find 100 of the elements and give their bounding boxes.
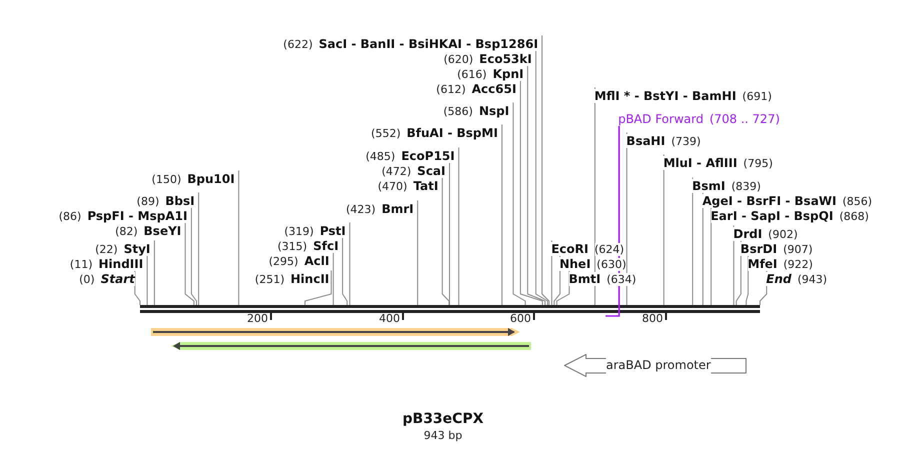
enzyme-site-label: BsrDI <box>740 242 778 256</box>
enzyme-site-label: StyI <box>124 242 150 256</box>
enzyme-site-label: HindIII <box>98 256 144 270</box>
enzyme-site-label: BsmI <box>692 178 726 192</box>
position-number: (86) <box>58 210 82 222</box>
leader-line <box>512 102 526 306</box>
position-number: (943) <box>797 272 828 286</box>
leader-line <box>458 147 460 306</box>
enzyme-site-label: BbsI <box>165 194 195 208</box>
position-number: (295) <box>268 254 298 268</box>
leader-line <box>527 65 546 306</box>
enzyme-site-label: EcoP15I <box>401 148 455 162</box>
position-number: (868) <box>839 210 869 222</box>
position-number: (423) <box>346 202 376 216</box>
plasmid-name: pB33eCPX <box>402 411 484 427</box>
leader-line <box>146 255 148 306</box>
enzyme-site-label: HincII <box>290 272 330 286</box>
position-number: (616) <box>457 68 487 80</box>
enzyme-site-label: EcoRI <box>551 242 588 256</box>
leader-line <box>449 162 450 306</box>
enzyme-site-label: BfuAI - BspMI <box>406 126 498 140</box>
plasmid-length: 943 bp <box>422 429 464 442</box>
leader-line <box>184 222 194 306</box>
leader-line <box>594 87 596 306</box>
position-number: (485) <box>366 150 396 162</box>
position-number: (739) <box>671 134 701 148</box>
position-number: (622) <box>283 38 313 50</box>
enzyme-site-label: SacI - BanII - BsiHKAI - Bsp1286I <box>318 36 538 50</box>
leader-line <box>520 80 543 306</box>
position-number: (691) <box>742 90 772 102</box>
primer-label: pBAD Forward <box>618 112 704 126</box>
leader-line <box>342 237 348 306</box>
position-number: (902) <box>768 228 798 240</box>
leader-line <box>663 154 664 306</box>
position-number: (315) <box>278 240 308 252</box>
position-number: (856) <box>842 194 872 208</box>
leader-line <box>501 124 502 306</box>
axis-label: 400 <box>379 312 400 325</box>
leader-line <box>154 240 155 306</box>
axis-label: 800 <box>642 312 663 325</box>
leader-line <box>542 35 550 306</box>
leader-line <box>134 270 140 306</box>
leader-line <box>332 252 334 306</box>
position-number: (624) <box>594 242 624 256</box>
position-number: (89) <box>136 194 160 208</box>
enzyme-site-label: TatI <box>413 178 438 192</box>
leader-line <box>535 50 548 306</box>
enzyme-site-label: Bpu10I <box>187 172 235 186</box>
position-number: (470) <box>378 180 408 192</box>
sequence-end-label: End <box>766 272 792 286</box>
position-number: (907) <box>783 242 813 256</box>
position-number: (319) <box>284 224 314 238</box>
feature-label: araBAD promoter <box>606 357 711 374</box>
axis-label: 200 <box>247 312 268 325</box>
enzyme-site-label: MflI * - BstYI - BamHI <box>594 88 736 102</box>
axis-label: 600 <box>510 312 531 325</box>
enzyme-site-label: Acc65I <box>472 82 516 96</box>
position-number: (22) <box>95 242 118 256</box>
enzyme-site-label: SfcI <box>313 238 339 252</box>
leader-line <box>349 222 350 306</box>
enzyme-site-label: MluI - AflIII <box>663 156 738 170</box>
position-number: (472) <box>382 164 412 178</box>
position-number: (150) <box>152 172 182 186</box>
position-number: (634) <box>606 272 636 286</box>
leader-line <box>190 207 197 306</box>
leader-line <box>710 207 712 306</box>
enzyme-site-label: NheI <box>559 256 591 270</box>
enzyme-site-label: PspFI - MspA1I <box>87 208 188 222</box>
position-number: (82) <box>115 224 138 238</box>
enzyme-site-label: Eco53kI <box>479 52 532 66</box>
leader-line <box>556 270 570 306</box>
enzyme-site-label: NspI <box>478 104 510 118</box>
enzyme-site-label: DrdI <box>733 226 762 240</box>
position-number: (922) <box>783 258 813 270</box>
sequence-end-label: Start <box>100 272 135 286</box>
enzyme-site-label: MfeI <box>748 256 778 270</box>
enzyme-site-label: PstI <box>320 224 346 238</box>
position-number: (620) <box>444 52 474 66</box>
position-number: (839) <box>731 180 761 192</box>
enzyme-site-label: BsaHI <box>626 134 666 148</box>
leader-line <box>198 192 200 306</box>
leader-line <box>746 255 749 306</box>
leader-line <box>417 200 418 306</box>
position-number: (795) <box>743 156 773 170</box>
position-number: (586) <box>443 104 473 118</box>
position-number: (630) <box>596 258 626 270</box>
enzyme-site-label: ScaI <box>417 164 446 178</box>
enzyme-site-label: AgeI - BsrFI - BsaWI <box>702 194 836 208</box>
position-range: (708 .. 727) <box>709 112 780 126</box>
leader-line <box>692 177 694 306</box>
leader-line <box>238 170 240 306</box>
enzyme-site-label: BseYI <box>144 224 182 238</box>
position-number: (11) <box>70 258 93 270</box>
leader-line <box>304 270 332 306</box>
enzyme-site-label: BmrI <box>382 202 414 216</box>
position-number: (0) <box>79 272 95 286</box>
position-number: (552) <box>371 126 401 140</box>
enzyme-site-label: EarI - SapI - BspQI <box>710 208 834 222</box>
enzyme-site-label: KpnI <box>492 66 524 80</box>
leader-line <box>442 177 450 306</box>
